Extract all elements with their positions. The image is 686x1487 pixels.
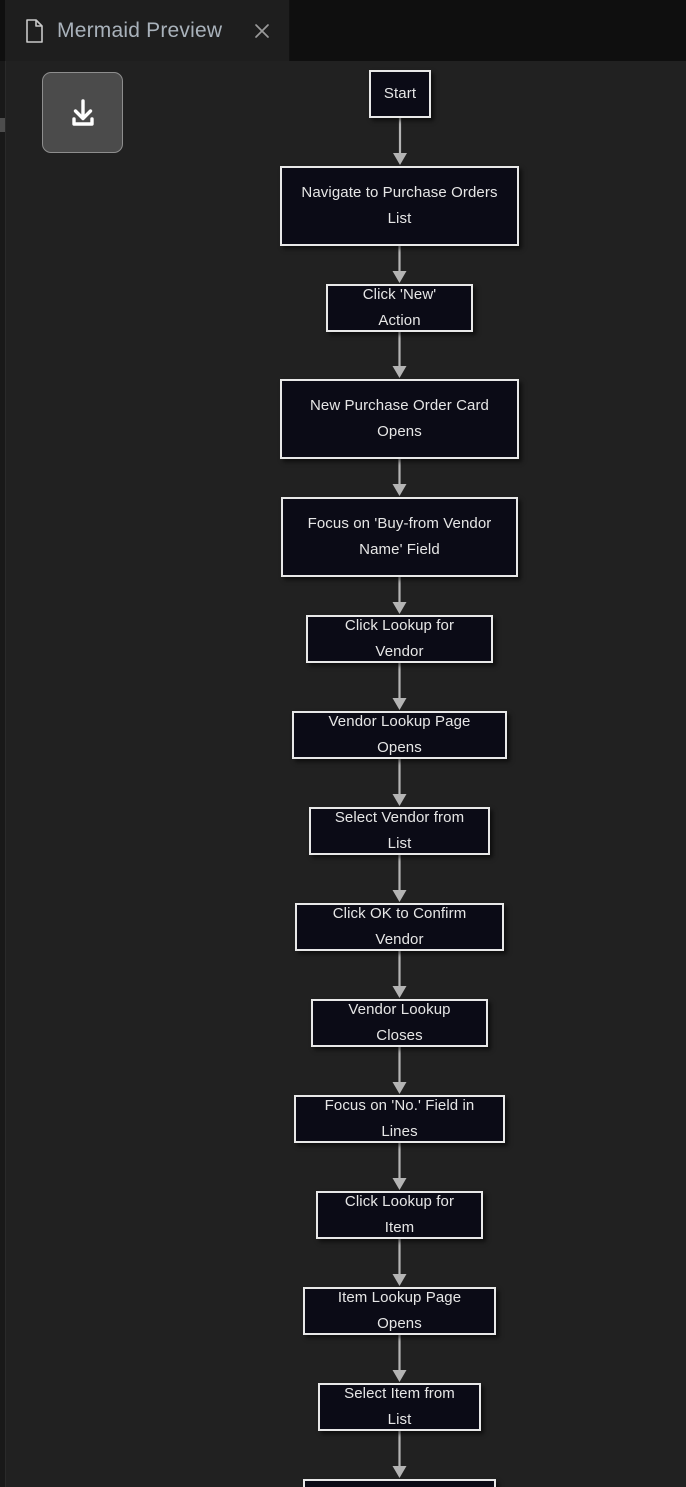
panel-resize-edge[interactable] (0, 0, 6, 1487)
tab-bar: Mermaid Preview (0, 0, 686, 61)
flow-edge-arrowhead (392, 890, 407, 902)
flow-edge-arrowhead (392, 794, 407, 806)
flow-node-label: Click Lookup for Vendor (344, 617, 455, 660)
flow-node[interactable]: Focus on 'Buy-from Vendor Name' Field (281, 497, 518, 577)
flow-node[interactable]: Select Vendor from List (309, 807, 490, 855)
flow-node[interactable]: Click OK to Confirm Vendor (295, 903, 504, 951)
flow-edge-arrowhead (392, 1178, 407, 1190)
download-icon (71, 98, 94, 126)
flow-edge-arrowhead (392, 1466, 407, 1478)
flow-node[interactable]: Navigate to Purchase Orders List (280, 166, 519, 246)
panel-resize-handle[interactable] (0, 118, 5, 132)
flow-node-label: New Purchase Order Card Opens (309, 397, 490, 440)
flow-edge-arrowhead (392, 1274, 407, 1286)
flow-edge-arrowhead (392, 1082, 407, 1094)
flow-node[interactable]: Focus on 'No.' Field in Lines (294, 1095, 505, 1143)
flow-edge-arrowhead (393, 153, 407, 165)
flow-node-label: Focus on 'No.' Field in Lines (324, 1097, 475, 1140)
flow-node[interactable]: Vendor Lookup Closes (311, 999, 488, 1047)
flow-node-label: Vendor Lookup Closes (348, 1001, 451, 1044)
flow-edge-arrowhead (392, 698, 407, 710)
flow-node-label: Item Lookup Page Opens (337, 1289, 462, 1332)
flow-edge-arrowhead (392, 366, 407, 378)
flow-node[interactable]: Click Lookup for Vendor (306, 615, 493, 663)
flow-node-label: Navigate to Purchase Orders List (301, 184, 498, 227)
flow-node-label: Select Item from List (344, 1385, 455, 1428)
flow-edge-arrowhead (392, 484, 407, 496)
flow-edge-arrowhead (392, 1370, 407, 1382)
close-icon[interactable] (249, 18, 275, 44)
flow-edge-arrowhead (392, 271, 407, 283)
edges-layer (392, 118, 407, 1478)
flow-node[interactable]: Click 'New' Action (326, 284, 473, 332)
flow-node-label: Click OK to Confirm Vendor (332, 905, 467, 948)
flow-node-label: Focus on 'Buy-from Vendor Name' Field (307, 515, 492, 558)
flow-node-label: Click Lookup for Item (344, 1193, 455, 1236)
flow-node-label: Click 'New' Action (362, 286, 437, 329)
tab-label: Mermaid Preview (57, 18, 223, 42)
download-button[interactable] (42, 72, 123, 153)
flow-node-label: Vendor Lookup Page Opens (328, 713, 471, 756)
flow-node[interactable]: Vendor Lookup Page Opens (292, 711, 507, 759)
flow-node[interactable]: Select Item from List (318, 1383, 481, 1431)
file-icon (26, 18, 43, 43)
flow-edge-arrowhead (392, 986, 407, 998)
flow-node[interactable]: New Purchase Order Card Opens (280, 379, 519, 459)
flow-node-label: Start (383, 85, 417, 102)
flow-node[interactable] (303, 1479, 496, 1487)
flow-node-label: Select Vendor from List (334, 809, 465, 852)
tab-mermaid-preview[interactable]: Mermaid Preview (5, 0, 290, 61)
flow-node[interactable]: Item Lookup Page Opens (303, 1287, 496, 1335)
flow-edge-arrowhead (392, 602, 407, 614)
flow-node[interactable]: Start (369, 70, 431, 118)
flow-node[interactable]: Click Lookup for Item (316, 1191, 483, 1239)
